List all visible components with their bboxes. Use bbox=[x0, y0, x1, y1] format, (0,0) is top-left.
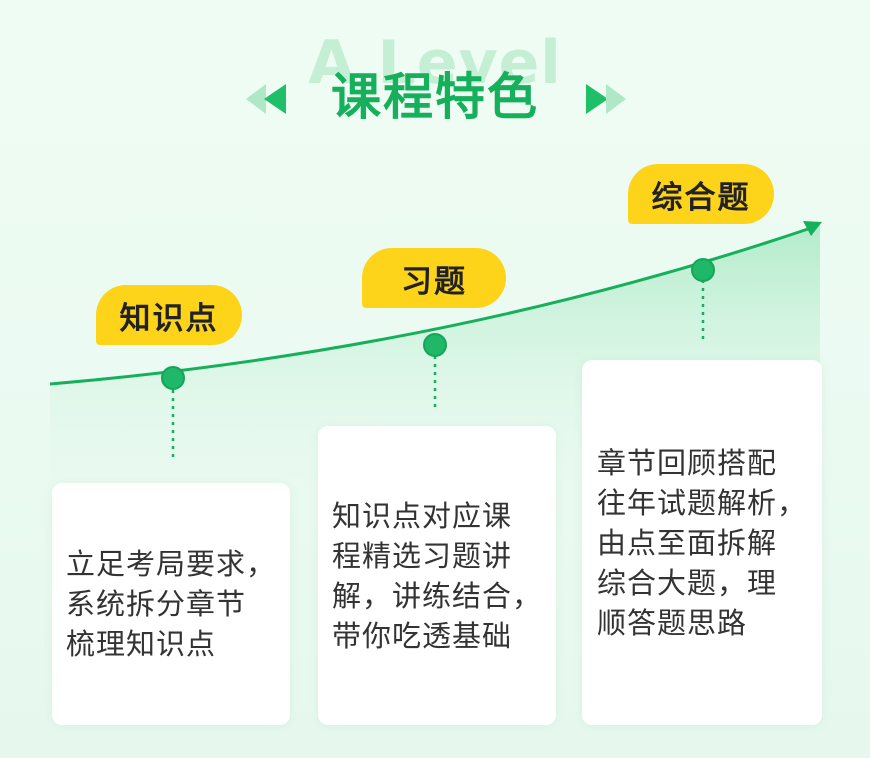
stage-card-comprehensive: 章节回顾搭配 往年试题解析， 由点至面拆解 综合大题，理 顺答题思路 bbox=[582, 360, 822, 725]
stage-tag-comprehensive: 综合题 bbox=[628, 164, 774, 224]
double-chevron-right-icon bbox=[586, 84, 626, 114]
watermark-text: A Level bbox=[308, 28, 562, 98]
milestone-dot-1 bbox=[161, 366, 185, 390]
stage-card-knowledge: 立足考局要求， 系统拆分章节 梳理知识点 bbox=[52, 483, 290, 725]
double-chevron-left-icon bbox=[246, 84, 286, 114]
stage-description: 知识点对应课 程精选习题讲 解，讲练结合， 带你吃透基础 bbox=[331, 498, 542, 653]
stage-tag-knowledge: 知识点 bbox=[96, 285, 242, 345]
stage-card-exercises: 知识点对应课 程精选习题讲 解，讲练结合， 带你吃透基础 bbox=[318, 426, 556, 725]
stage-description: 立足考局要求， 系统拆分章节 梳理知识点 bbox=[65, 547, 276, 661]
milestone-dot-3 bbox=[691, 258, 715, 282]
stage-description: 章节回顾搭配 往年试题解析， 由点至面拆解 综合大题，理 顺答题思路 bbox=[596, 445, 807, 640]
page-title: 课程特色 bbox=[331, 68, 539, 126]
arrow-head-icon bbox=[803, 221, 822, 236]
milestone-dot-2 bbox=[423, 333, 447, 357]
stage-tag-exercises: 习题 bbox=[362, 248, 506, 308]
